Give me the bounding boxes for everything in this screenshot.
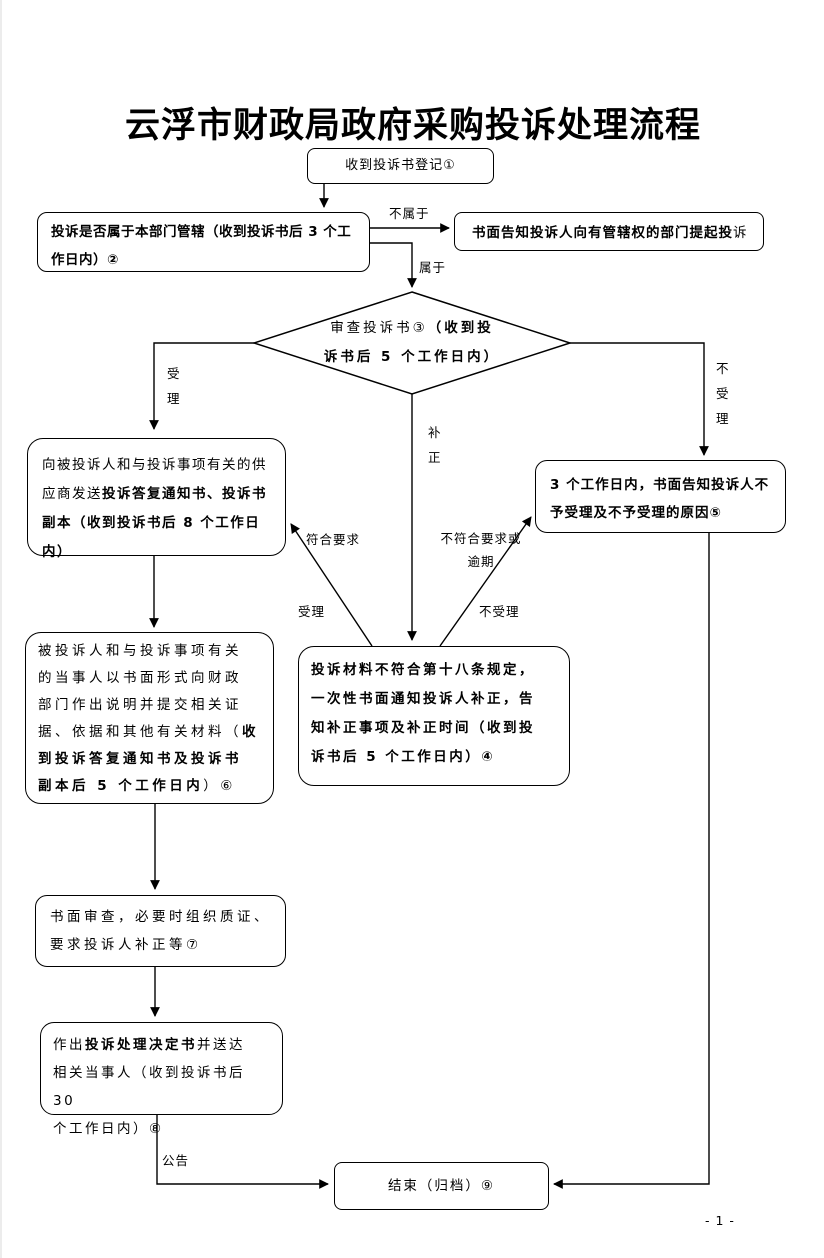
node-reject-notice: 3 个工作日内，书面告知投诉人不 予受理及不予受理的原因⑤ xyxy=(535,460,786,533)
node-end-archive: 结束（归档）⑨ xyxy=(334,1162,549,1210)
edge-label-announcement: 公告 xyxy=(162,1153,190,1168)
node-notify-other-department: 书面告知投诉人向有管辖权的部门提起投诉 xyxy=(454,212,764,251)
node-party-statement: 被投诉人和与投诉事项有关 的当事人以书面形式向财政 部门作出说明并提交相关证 据… xyxy=(25,632,274,804)
edge-label-meets-requirements: 符合要求 xyxy=(306,532,361,547)
edge-label-supplement-vertical: 补 正 xyxy=(428,425,442,465)
page-number: - 1 - xyxy=(705,1213,735,1228)
edge-label-not-meets-requirements: 不符合要求或 逾期 xyxy=(440,531,522,569)
edge-reject-to-end xyxy=(553,533,710,1189)
edge-not-accept xyxy=(570,342,709,456)
edge-label-not-jurisdiction: 不属于 xyxy=(389,206,430,221)
edge-label-jurisdiction: 属于 xyxy=(419,260,447,275)
node-jurisdiction-check: 投诉是否属于本部门管辖（收到投诉书后 3 个工 作日内）② xyxy=(37,212,370,272)
node-review-complaint-decision: 审查投诉书③（收到投 诉书后 5 个工作日内） xyxy=(323,320,501,365)
page-title: 云浮市财政局政府采购投诉处理流程 xyxy=(124,105,701,146)
node-register-complaint: 收到投诉书登记① xyxy=(307,148,494,184)
node-send-reply-notice: 向被投诉人和与投诉事项有关的供 应商发送投诉答复通知书、投诉书 副本（收到投诉书… xyxy=(27,438,286,560)
edge-label-accept-vertical: 受 理 xyxy=(167,366,181,406)
node-supplement-notice: 投诉材料不符合第十八条规定， 一次性书面通知投诉人补正，告 知补正事项及补正时间… xyxy=(298,646,570,786)
edge-label-not-accept-vertical: 不 受 理 xyxy=(716,361,730,426)
edge-label-accept: 受理 xyxy=(298,604,326,619)
node-written-review: 书面审查，必要时组织质证、 要求投诉人补正等⑦ xyxy=(35,895,286,967)
node-decision-delivery: 作出投诉处理决定书并送达 相关当事人（收到投诉书后 30 个工作日内）⑧ xyxy=(40,1022,283,1137)
edge-jurisdiction-to-review xyxy=(370,242,417,288)
edge-label-not-accept: 不受理 xyxy=(479,604,520,619)
